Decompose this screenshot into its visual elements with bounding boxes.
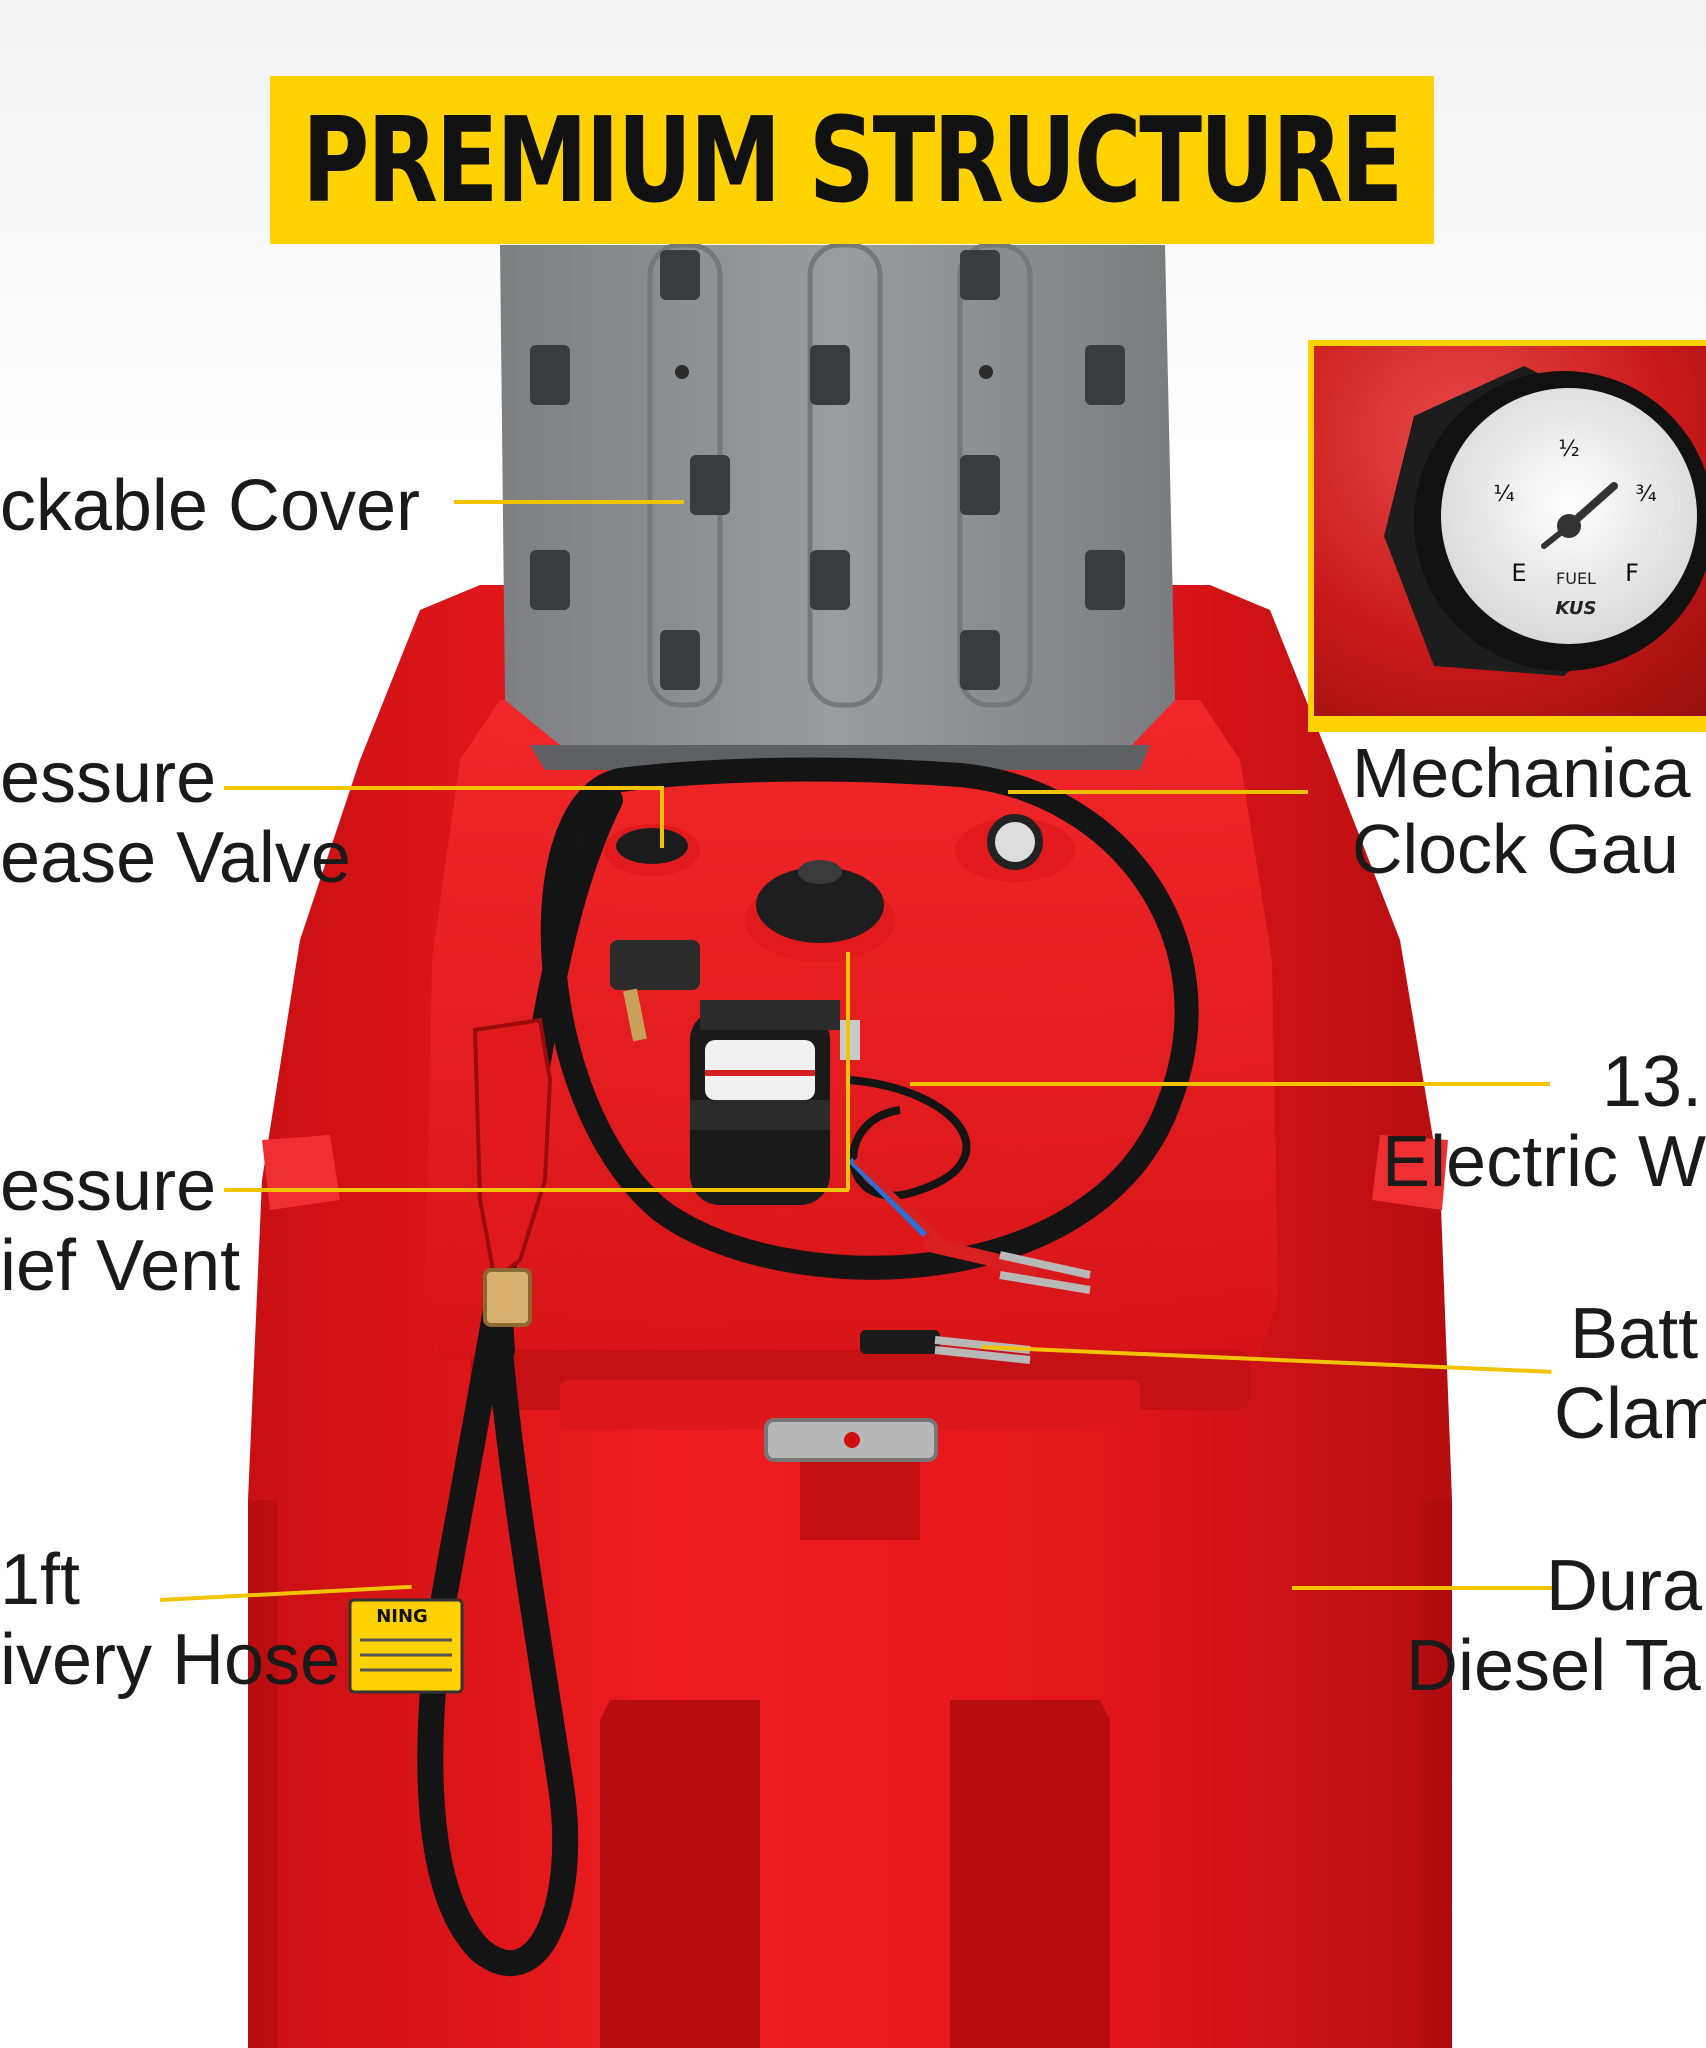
callout-durable-diesel-tank-line-1: Dura (1546, 1546, 1703, 1626)
callout-electric-wire-line-2: Electric W (1382, 1122, 1706, 1202)
leader-lockable-cover (454, 500, 684, 504)
gauge-mark-empty: E (1511, 559, 1526, 587)
gauge-center-label: FUEL (1556, 569, 1596, 588)
lockable-cover (500, 242, 1175, 770)
callout-pressure-release-valve: essure ease Valve (0, 738, 351, 898)
leader-electric-wire (910, 1082, 1550, 1086)
fuel-nozzle (472, 1017, 553, 1327)
callout-delivery-hose-line-2: ivery Hose (0, 1620, 341, 1700)
callout-mechanical-clock-gauge-line-2: Clock Gau (1352, 810, 1679, 888)
top-fittings (604, 814, 1075, 962)
leader-pressure-relief-vent-riser (846, 952, 850, 1190)
electric-wire-and-clamps (847, 1076, 1091, 1364)
leader-mechanical-clock-gauge (1008, 790, 1308, 794)
gauge-mark-three-quarter: ¾ (1635, 482, 1656, 507)
callout-battery-clamp-line-2: Clam (1554, 1374, 1706, 1454)
callout-delivery-hose-line-1: 1ft (0, 1540, 81, 1620)
callout-lockable-cover: ckable Cover (0, 466, 420, 546)
callout-durable-diesel-tank: Dura Diesel Ta (1406, 1546, 1702, 1706)
callout-battery-clamp: Batt Clam (1554, 1294, 1706, 1454)
transfer-pump (610, 940, 860, 1205)
gauge-brand: KUS (1556, 598, 1597, 619)
page-title: PREMIUM STRUCTURE (302, 91, 1403, 229)
warning-label-text: NING (376, 1606, 428, 1627)
gauge-mark-quarter: ¼ (1493, 482, 1514, 507)
leader-pressure-release-valve (224, 786, 660, 790)
callout-pressure-relief-vent-line-1: essure (0, 1146, 217, 1226)
fuel-gauge-icon: ½ ¼ ¾ E F FUEL KUS (1384, 366, 1706, 676)
warning-label: NING (348, 1598, 464, 1694)
callout-mechanical-clock-gauge-line-1: Mechanica (1352, 734, 1691, 812)
callout-battery-clamp-line-1: Batt (1570, 1294, 1699, 1374)
title-banner: PREMIUM STRUCTURE (270, 76, 1434, 244)
gauge-photo: ½ ¼ ¾ E F FUEL KUS (1314, 346, 1706, 716)
callout-pressure-release-valve-line-1: essure (0, 738, 217, 818)
leader-durable-diesel-tank (1292, 1586, 1552, 1590)
leader-pressure-release-valve-drop (660, 786, 664, 848)
gauge-inset: ½ ¼ ¾ E F FUEL KUS (1308, 340, 1706, 732)
callout-pressure-release-valve-line-2: ease Valve (0, 818, 351, 898)
callout-electric-wire: 13. Electric W (1382, 1042, 1706, 1202)
leader-pressure-relief-vent (224, 1188, 849, 1192)
callout-mechanical-clock-gauge: Mechanica Clock Gau (1352, 735, 1691, 887)
gauge-mark-full: F (1625, 559, 1639, 587)
gauge-mark-half: ½ (1558, 437, 1579, 462)
callout-electric-wire-line-1: 13. (1602, 1042, 1703, 1122)
callout-durable-diesel-tank-line-2: Diesel Ta (1406, 1626, 1701, 1706)
callout-delivery-hose: 1ft ivery Hose (0, 1540, 340, 1700)
callout-lockable-cover-line-1: ckable Cover (0, 466, 420, 546)
callout-pressure-relief-vent-line-2: ief Vent (0, 1226, 241, 1306)
callout-pressure-relief-vent: essure ief Vent (0, 1146, 240, 1306)
